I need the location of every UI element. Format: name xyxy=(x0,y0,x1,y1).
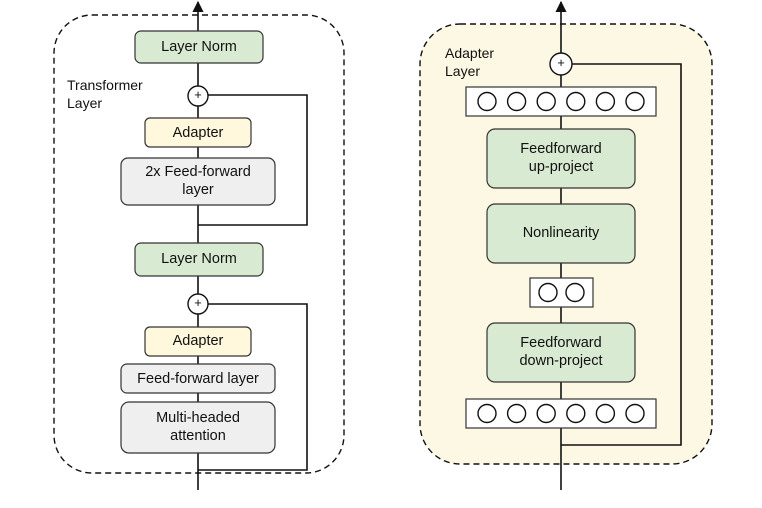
mha-line2: attention xyxy=(170,428,226,444)
adapter-bottom-label: Adapter xyxy=(172,333,224,349)
layer-norm-top-box xyxy=(134,30,264,64)
adapter-top-box xyxy=(144,117,252,148)
adapter-caption-line2: Layer xyxy=(445,63,481,79)
adapter-bottom-box xyxy=(144,326,252,357)
neuron-unit-icon xyxy=(595,403,616,424)
residual-sum-bottom-icon xyxy=(187,293,209,315)
down-project-line2: down-project xyxy=(519,353,603,369)
multi-headed-attention-box xyxy=(120,401,276,454)
neuron-unit-icon xyxy=(625,403,645,424)
up-project-label: Feedforward up-project xyxy=(487,140,635,176)
nonlinearity-label: Nonlinearity xyxy=(522,225,600,241)
adapter-caption-line1: Adapter xyxy=(445,45,495,61)
sum-top-symbol: + xyxy=(194,87,202,102)
ffn-2x-label: 2x Feed-forward layer xyxy=(121,163,275,199)
up-project-line1: Feedforward xyxy=(520,141,602,157)
mha-label: Multi-headed attention xyxy=(121,409,275,445)
ffn-2x-line1: 2x Feed-forward xyxy=(145,164,251,180)
adapter-output-vector xyxy=(465,86,657,117)
neuron-unit-icon xyxy=(538,282,558,303)
neuron-unit-icon xyxy=(566,91,586,112)
layer-norm-top-label: Layer Norm xyxy=(161,39,237,55)
adapter-residual-sum-icon xyxy=(549,52,573,76)
neuron-unit-icon xyxy=(536,91,556,112)
neuron-unit-icon xyxy=(477,91,497,112)
ffn-2x-box xyxy=(120,157,276,206)
down-project-box xyxy=(486,322,636,383)
down-project-line1: Feedforward xyxy=(520,335,602,351)
transformer-layer-caption: Transformer Layer xyxy=(67,76,143,112)
neuron-unit-icon xyxy=(625,91,645,112)
adapter-layer-caption: Adapter Layer xyxy=(445,44,494,80)
neuron-unit-icon xyxy=(566,403,586,424)
up-project-box xyxy=(486,128,636,189)
neuron-unit-icon xyxy=(536,403,556,424)
residual-sum-top-icon xyxy=(187,85,209,107)
neuron-unit-icon xyxy=(477,403,497,424)
layer-norm-bottom-box xyxy=(134,242,264,277)
transformer-caption-line2: Layer xyxy=(67,95,103,111)
neuron-unit-icon xyxy=(595,91,616,112)
feed-forward-layer-box xyxy=(120,363,276,394)
nonlinearity-box xyxy=(486,203,636,264)
mha-line1: Multi-headed xyxy=(156,410,240,426)
ffn-2x-line2: layer xyxy=(182,182,214,198)
transformer-layer-boundary xyxy=(53,14,345,474)
adapter-top-label: Adapter xyxy=(172,125,224,141)
sum-bottom-symbol: + xyxy=(194,295,202,310)
feed-forward-layer-label: Feed-forward layer xyxy=(137,371,259,387)
down-project-label: Feedforward down-project xyxy=(487,334,635,370)
adapter-sum-symbol: + xyxy=(557,55,565,70)
up-project-line2: up-project xyxy=(528,159,594,175)
neuron-unit-icon xyxy=(506,91,527,112)
transformer-caption-line1: Transformer xyxy=(67,77,143,93)
layer-norm-bottom-label: Layer Norm xyxy=(161,251,237,267)
adapter-input-vector xyxy=(465,398,657,429)
neuron-unit-icon xyxy=(506,403,527,424)
neuron-unit-icon xyxy=(565,282,585,303)
